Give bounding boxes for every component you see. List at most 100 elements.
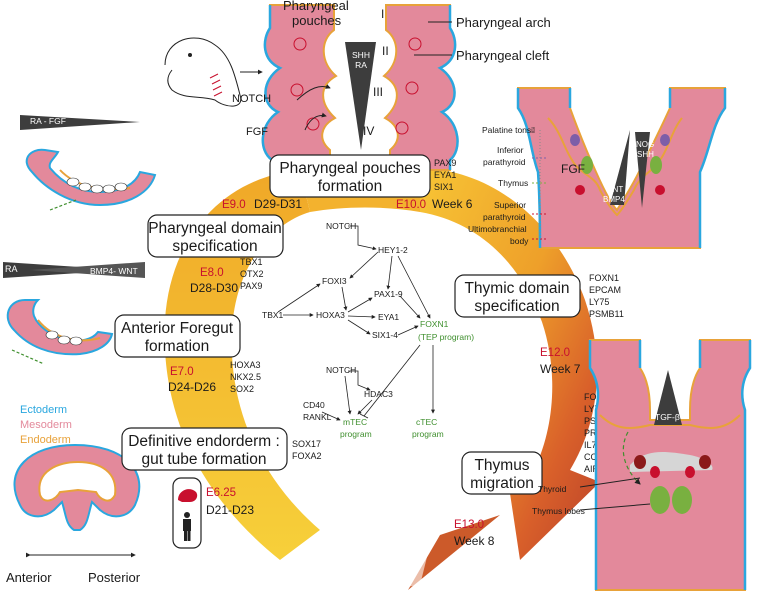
net-six: SIX1-4 (372, 330, 398, 340)
gene-six1: SIX1 (434, 182, 454, 192)
net-cd40: CD40 (303, 400, 325, 410)
pharyngeal-cleft-label: Pharyngeal cleft (456, 48, 550, 63)
label-superior: Superior (494, 200, 526, 210)
label-parathyroid-inf: parathyroid (483, 157, 526, 167)
stage-endoderm-line1: Definitive endorderm : (128, 433, 280, 450)
arc-tail (280, 530, 430, 588)
legend-endoderm: Endoderm (20, 434, 71, 446)
net-hoxa3: HOXA3 (316, 310, 345, 320)
legend-mesoderm: Mesoderm (20, 419, 72, 431)
stage-box-endoderm: Definitive endorderm : gut tube formatio… (121, 427, 288, 471)
pharynx-right-wall (382, 4, 459, 171)
tp-e13: E13.0 (454, 519, 484, 531)
label-palatine-tonsil: Palatine tonsil (482, 125, 535, 135)
thymus-lobes-label: Thymus lobes (532, 506, 585, 516)
gene-foxn1: FOXN1 (589, 273, 619, 283)
stage-pouches-line2: formation (318, 178, 383, 195)
stage-migration-line1: Thymus (474, 457, 529, 474)
stage-box-pouches: Pharyngeal pouches formation (269, 154, 431, 198)
tp-d29: D29-D31 (254, 197, 302, 211)
tp-e12: E12.0 (540, 347, 570, 359)
anterior-label: Anterior (6, 570, 52, 585)
stage-box-domain: Pharyngeal domain specification (147, 214, 284, 258)
gene-il7: IL7 (584, 440, 597, 450)
net-notch-bottom: NOTCH (326, 365, 356, 375)
stage-box-foregut: Anterior Foregut formation (114, 314, 241, 358)
label-body: body (510, 236, 529, 246)
pharyngeal-arch-label: Pharyngeal arch (456, 15, 551, 30)
left-middle-panel: RA BMP4- WNT (3, 262, 145, 365)
label-parathyroid-sup: parathyroid (483, 212, 526, 222)
germ-layer-legend: Ectoderm Mesoderm Endoderm (20, 404, 72, 446)
gene-ly75b: LY75 (584, 404, 604, 414)
gene-otx2: OTX2 (240, 269, 264, 279)
net-foxi3: FOXI3 (322, 276, 347, 286)
gene-sox2: SOX2 (230, 384, 254, 394)
genes-pouches: PAX9 EYA1 SIX1 (434, 158, 456, 192)
net-pax: PAX1-9 (374, 289, 403, 299)
tp-week8: Week 8 (454, 534, 495, 548)
net-notch-top: NOTCH (326, 221, 356, 231)
ra-fgf-label: RA - FGF (30, 116, 66, 126)
legend-ectoderm: Ectoderm (20, 404, 67, 416)
arc-right (420, 168, 600, 560)
numeral-iv: IV (363, 124, 374, 138)
pharynx-left-ectoderm (261, 5, 283, 170)
shh-ra-gradient (345, 42, 376, 150)
wedge-shh-right: SHH (637, 150, 654, 159)
net-tbx1: TBX1 (262, 310, 284, 320)
pouches-label-1: Pharyngeal (283, 0, 349, 13)
arc-arrowhead (408, 515, 500, 590)
net-tep: (TEP program) (418, 332, 474, 342)
embryo-sketch (164, 37, 263, 107)
net-mtec-program: program (340, 429, 372, 439)
species-icon-box (172, 477, 202, 549)
net-ctec-program: program (412, 429, 444, 439)
genes-domain: TBX1 OTX2 PAX9 (240, 257, 264, 291)
gene-aire: AIRE (584, 464, 605, 474)
gut-tube-drawing: Anterior Posterior (6, 443, 141, 585)
posterior-label: Posterior (88, 570, 141, 585)
bmp4-wnt-label: BMP4- WNT (90, 266, 138, 276)
mouse-icon (178, 489, 198, 502)
wedge-nog: NOG (636, 140, 654, 149)
ra-label: RA (5, 264, 18, 274)
gene-psmb11: PSMB11 (589, 309, 624, 319)
left-top-panel: RA - FGF (20, 115, 157, 211)
tp-week7: Week 7 (540, 362, 581, 376)
tp-d28: D28-D30 (190, 281, 238, 295)
gene-ly75: LY75 (589, 297, 609, 307)
regulatory-network: NOTCH HEY1-2 FOXI3 TBX1 HOXA3 PAX1-9 EYA… (262, 221, 474, 439)
stage-foregut-line2: formation (145, 338, 210, 355)
tgf-label: TGF-β (655, 412, 680, 422)
numeral-i: I (381, 7, 384, 21)
gene-foxa2: FOXA2 (292, 451, 322, 461)
genes-endoderm: SOX17 FOXA2 (292, 439, 322, 461)
fgf-label: FGF (246, 126, 268, 138)
gene-tbx1: TBX1 (240, 257, 263, 267)
tp-e625: E6.25 (206, 487, 236, 499)
gene-sox17: SOX17 (292, 439, 321, 449)
stage-box-thymic: Thymic domain specification (454, 274, 581, 318)
numeral-ii: II (382, 44, 389, 58)
gene-hoxa3: HOXA3 (230, 360, 261, 370)
net-hdac3: HDAC3 (364, 389, 393, 399)
net-eya: EYA1 (378, 312, 399, 322)
stage-domain-line1: Pharyngeal domain (148, 220, 282, 237)
wedge-ra: RA (355, 60, 367, 70)
right-top-pharynx: WNT BMP4 NOG SHH FGF Palatine tonsil Inf… (468, 87, 727, 249)
right-bottom-pharynx: TGF-β Thyroid Thymus lobes (532, 339, 752, 591)
tp-week6: Week 6 (432, 197, 473, 211)
pharyngeal-pouches-drawing: SHH RA Pharyngeal pouches I II III IV Ph… (232, 0, 551, 171)
tp-d21: D21-D23 (206, 503, 254, 517)
label-inferior: Inferior (497, 145, 524, 155)
stage-endoderm-line2: gut tube formation (142, 451, 267, 468)
pouches-label-2: pouches (292, 13, 342, 28)
tp-d24: D24-D26 (168, 380, 216, 394)
wedge-shh: SHH (352, 50, 370, 60)
net-mtec: mTEC (343, 417, 367, 427)
gene-pax9: PAX9 (434, 158, 456, 168)
gene-nkx25: NKX2.5 (230, 372, 261, 382)
notch-label: NOTCH (232, 93, 271, 105)
human-icon (184, 512, 190, 518)
